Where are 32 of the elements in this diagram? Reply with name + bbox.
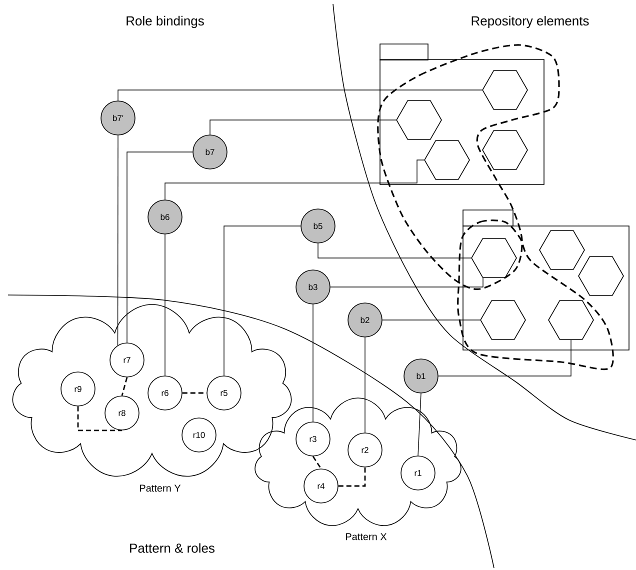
dashed-connector (77, 406, 122, 432)
connector (126, 152, 193, 343)
hexagon (480, 300, 526, 340)
hexagon (471, 238, 517, 278)
node-label: Pattern Y (140, 484, 181, 492)
connector (312, 304, 314, 422)
connector (164, 234, 166, 376)
node-label: Pattern X (346, 533, 387, 540)
connector (118, 90, 482, 101)
connector (364, 337, 366, 433)
dashed-connector (312, 456, 322, 469)
connector (210, 120, 396, 135)
connector (164, 160, 424, 200)
connector (438, 340, 572, 376)
dashed-connector (338, 467, 366, 487)
region-label: Role bindings (126, 16, 204, 28)
folder-box (462, 210, 630, 350)
hexagon (578, 256, 624, 296)
hexagon (539, 230, 585, 270)
hexagon (548, 300, 594, 340)
hexagon (396, 100, 442, 140)
region-label: Repository elements (472, 16, 589, 28)
connector (330, 278, 484, 288)
folder-box (380, 44, 544, 185)
connector (418, 393, 422, 456)
hexagon (424, 140, 470, 180)
connector (117, 135, 118, 346)
dashed-connector (121, 377, 128, 396)
hexagon (482, 70, 528, 110)
connector (224, 226, 301, 376)
region-label: Pattern & roles (130, 543, 215, 553)
hexagon (482, 130, 528, 170)
